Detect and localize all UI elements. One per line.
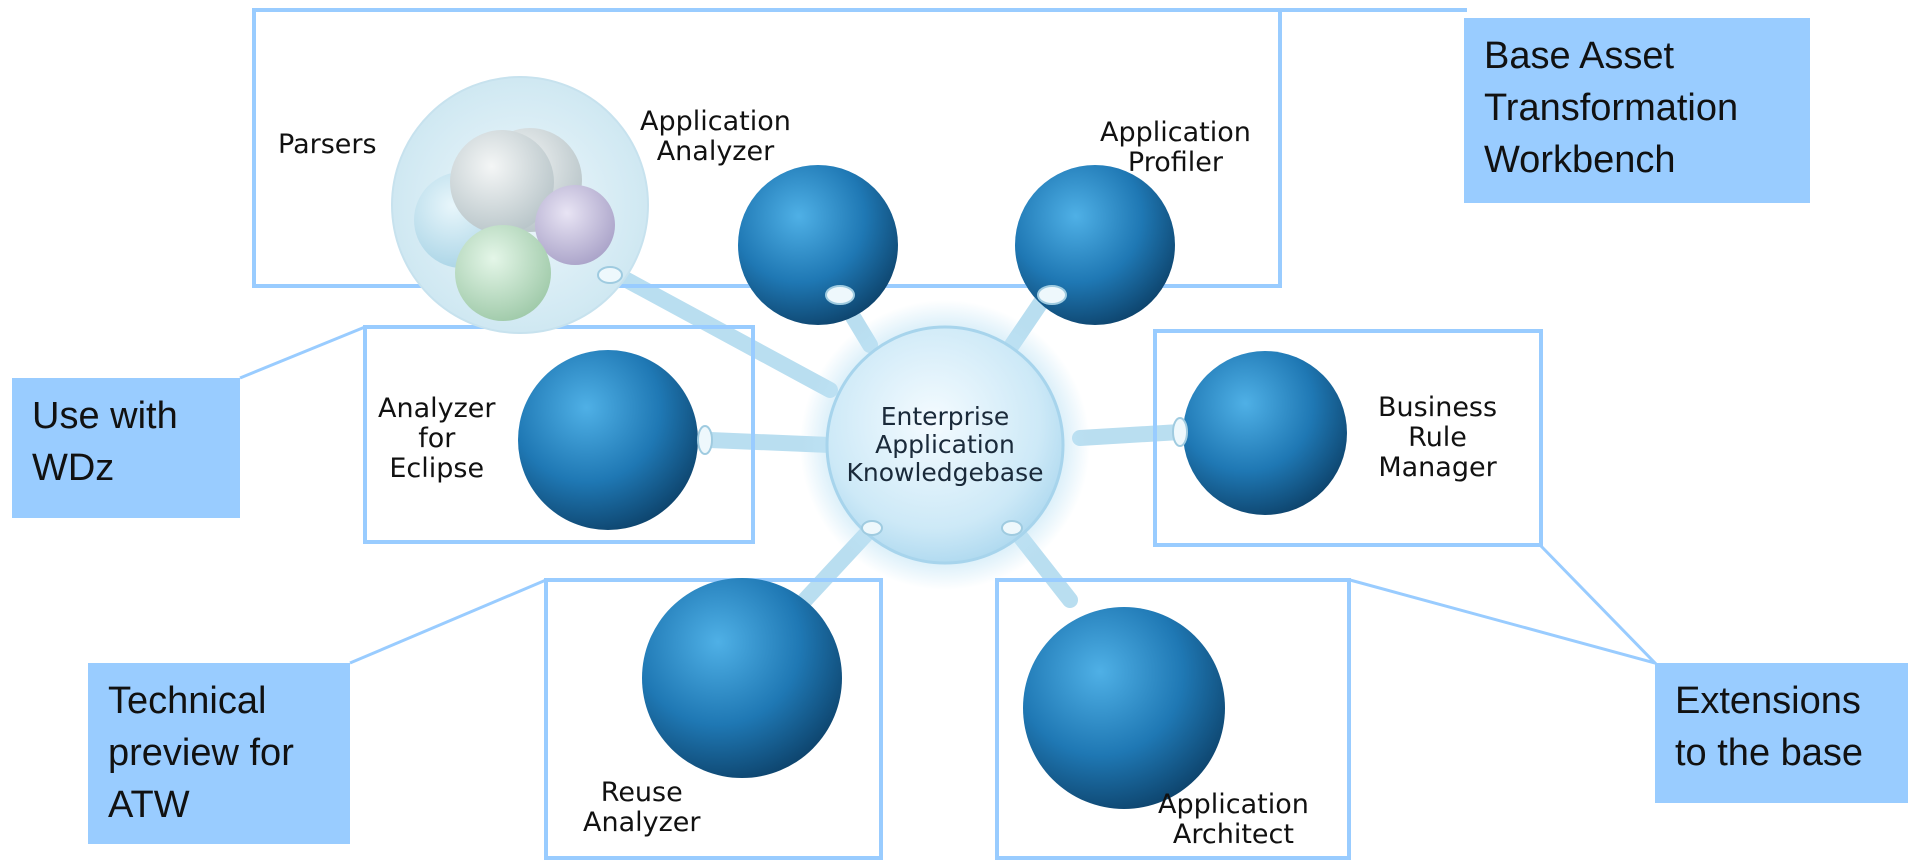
callout-technical-preview-for-atw: Technical preview for ATW [88,663,350,844]
label-analyzer-for-eclipse: Analyzer for Eclipse [378,393,496,484]
connector-business-rule-manager [1072,424,1188,446]
leader-use-with-wdz [239,325,366,380]
socket-application-analyzer [825,285,855,305]
label-business-rule-manager: Business Rule Manager [1378,392,1498,483]
label-application-profiler: Application Profiler [1100,117,1251,178]
sphere-analyzer-for-eclipse [518,350,698,530]
callout-extensions-to-the-base: Extensions to the base [1655,663,1908,803]
frame-reuse-analyzer [544,578,883,860]
sphere-application-analyzer [738,165,898,325]
socket-parsers [597,266,623,284]
sphere-business-rule-manager [1183,351,1347,515]
callout-use-with-wdz: Use with WDz [12,378,240,518]
leader-technical-preview [349,578,547,665]
socket-application-profiler [1037,285,1067,305]
leader-extensions [1349,543,1660,666]
label-application-architect: Application Architect [1158,789,1309,850]
parsers-cluster [391,76,649,334]
frame-application-architect [995,578,1351,860]
sphere-application-profiler [1015,165,1175,325]
label-reuse-analyzer: Reuse Analyzer [583,777,701,838]
hub-label: Enterprise Application Knowledgebase [846,402,1044,487]
connector-parsers [604,264,838,398]
hub-core [825,325,1065,565]
frame-business-rule-manager [1153,329,1543,547]
hub-sphere [800,300,1090,590]
connector-sockets [597,266,1188,536]
module-spheres [518,165,1347,809]
socket-business-rule-manager [1172,417,1188,447]
socket-application-architect [1001,520,1023,536]
label-application-analyzer: Application Analyzer [640,106,791,167]
parsers-ball-purple [535,185,615,265]
label-parsers: Parsers [278,129,377,160]
socket-analyzer-for-eclipse [697,425,713,455]
parsers-ball-green [455,225,551,321]
sphere-reuse-analyzer [642,578,842,778]
callout-base-asset-transformation-workbench: Base Asset Transformation Workbench [1464,18,1810,203]
socket-reuse-analyzer [861,520,883,536]
sphere-application-architect [1023,607,1225,809]
parsers-ball-grey [450,130,554,234]
